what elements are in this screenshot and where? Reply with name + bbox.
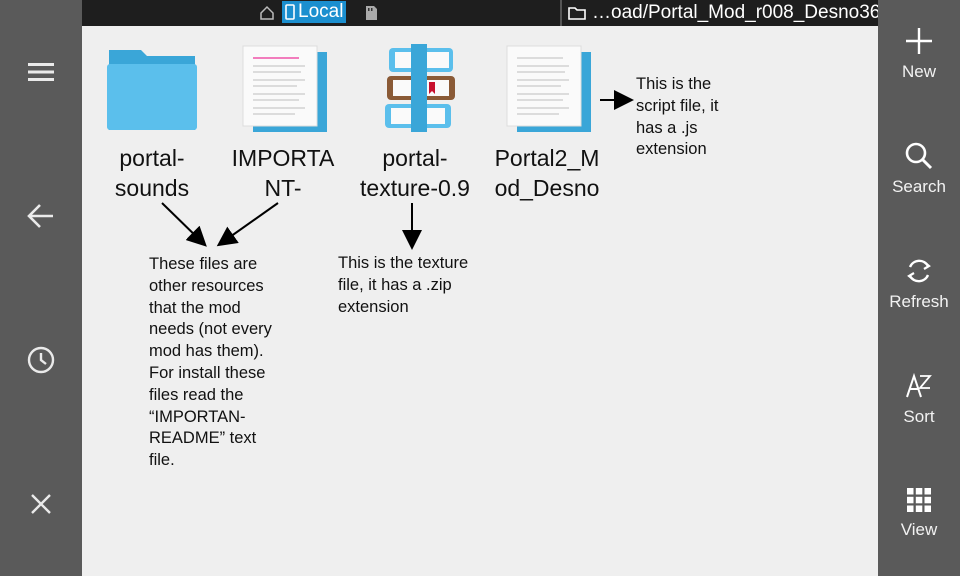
history-button[interactable] <box>0 330 82 390</box>
file-item-portal2-mod-script[interactable]: Portal2_M od_Desno <box>487 44 607 203</box>
search-button[interactable]: Search <box>878 141 960 221</box>
sd-card-icon[interactable] <box>364 5 378 21</box>
view-button[interactable]: View <box>878 486 960 566</box>
phone-icon <box>285 4 295 20</box>
file-name-line1: IMPORTA <box>231 145 335 171</box>
grid-view-icon <box>907 488 931 512</box>
arrow-important <box>216 202 279 247</box>
file-item-portal-sounds[interactable]: portal- sounds <box>92 44 212 203</box>
text-document-icon <box>506 45 591 132</box>
refresh-icon <box>907 259 931 283</box>
sort-button[interactable]: Sort <box>878 371 960 451</box>
file-name-line1: portal- <box>119 145 185 171</box>
new-label: New <box>901 62 936 81</box>
file-name-line2: od_Desno <box>494 175 600 201</box>
folder-outline-icon <box>568 7 586 20</box>
back-arrow-icon <box>27 204 53 228</box>
view-label: View <box>900 520 938 539</box>
plus-icon <box>906 28 932 54</box>
new-button[interactable]: New <box>878 26 960 106</box>
script-note: This is the script file, it has a .js ex… <box>636 75 719 159</box>
right-toolbar: New Search Refresh Sort View <box>878 0 960 576</box>
search-label: Search <box>892 177 946 196</box>
path-text: …oad/Portal_Mod_r008_Desno365 <box>592 2 891 23</box>
search-icon <box>905 142 933 170</box>
back-button[interactable] <box>0 186 82 246</box>
file-name-line2: NT- <box>264 175 302 201</box>
left-nav-bar <box>0 0 82 576</box>
folder-icon <box>107 50 197 130</box>
close-icon <box>31 494 51 514</box>
local-storage-button[interactable]: Local <box>282 1 347 23</box>
history-clock-icon <box>27 346 55 374</box>
file-name-line2: texture-0.9 <box>360 175 470 201</box>
file-name-line2: sounds <box>114 175 190 201</box>
sort-az-icon <box>906 372 932 398</box>
file-item-portal-texture[interactable]: portal- texture-0.9 <box>355 44 475 203</box>
texture-note: This is the texture file, it has a .zip … <box>338 254 469 316</box>
sort-label: Sort <box>903 407 935 426</box>
topbar-divider <box>560 0 562 26</box>
menu-button[interactable] <box>0 42 82 102</box>
file-name-line1: Portal2_M <box>494 145 600 171</box>
archive-books-icon <box>385 44 455 132</box>
menu-icon <box>28 63 54 81</box>
file-name-line1: portal- <box>382 145 448 171</box>
breadcrumb[interactable]: …oad/Portal_Mod_r008_Desno365 <box>568 2 891 24</box>
arrow-sounds <box>161 202 207 247</box>
refresh-label: Refresh <box>889 292 949 311</box>
home-icon[interactable] <box>258 4 276 22</box>
location-bar: Local …oad/Portal_Mod_r008_Desno365 <box>82 0 891 26</box>
resources-note: These files are other resources that the… <box>149 255 272 470</box>
close-button[interactable] <box>0 474 82 534</box>
text-document-icon <box>242 45 327 132</box>
file-item-important-readme[interactable]: IMPORTA NT- <box>223 44 343 203</box>
refresh-button[interactable]: Refresh <box>878 256 960 336</box>
local-label: Local <box>298 1 344 22</box>
